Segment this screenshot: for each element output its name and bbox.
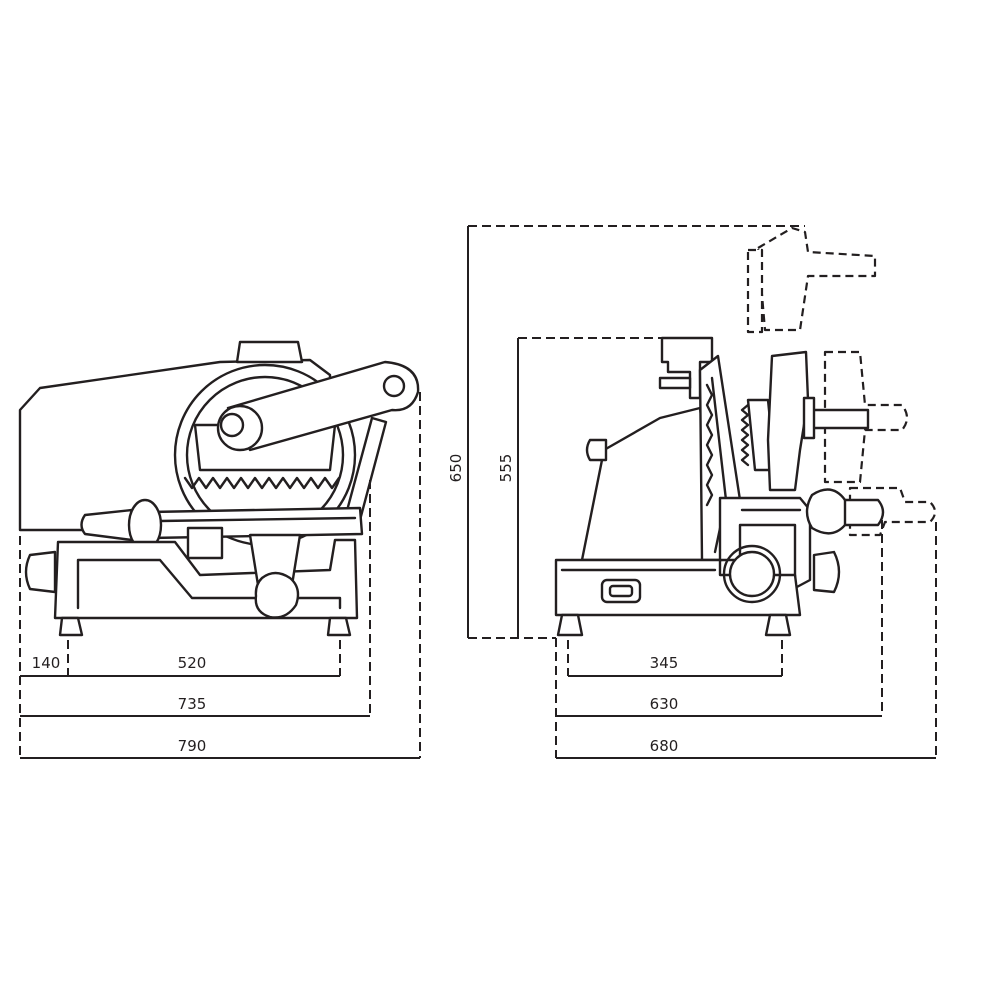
front-carriage-arm	[226, 360, 420, 452]
side-dim-555: 555	[497, 454, 515, 483]
side-width-dimensions: 345 630 680	[555, 520, 937, 759]
side-thickness-knob	[728, 550, 776, 598]
side-left-knob	[585, 438, 608, 462]
front-tray-line	[158, 516, 357, 523]
side-foot-right	[764, 613, 792, 637]
side-dim-680: 680	[650, 737, 679, 755]
front-hub-center	[219, 412, 245, 438]
front-side-knob	[24, 550, 57, 594]
side-foot-left	[556, 613, 584, 637]
side-pusher-clip	[802, 396, 816, 440]
front-dim-735: 735	[178, 695, 207, 713]
front-base-inner	[76, 558, 342, 610]
side-dim-630: 630	[650, 695, 679, 713]
front-arm-knob	[382, 374, 406, 398]
side-knob-outer	[722, 544, 782, 604]
side-top-lever	[658, 376, 692, 390]
front-foot-left	[58, 616, 84, 637]
front-dim-140: 140	[32, 654, 61, 672]
front-dim-520: 520	[178, 654, 207, 672]
side-switch-toggle	[608, 584, 634, 598]
front-carriage-tray	[148, 506, 364, 540]
front-view: 140 520 735 790	[18, 340, 421, 759]
side-ghost-grip-top	[746, 248, 764, 334]
front-top-cap	[235, 340, 304, 364]
side-ghost-pusher-top	[756, 226, 877, 332]
front-column-block	[186, 526, 224, 560]
side-pusher-rod	[806, 408, 870, 430]
side-height-dimensions: 650 555	[447, 225, 805, 639]
front-dimensions: 140 520 735 790	[19, 392, 421, 759]
front-foot-right	[326, 616, 352, 637]
side-pusher-arm	[766, 350, 810, 492]
front-thickness-knob	[254, 571, 300, 619]
side-carriage	[718, 496, 812, 590]
front-push-handle	[80, 508, 134, 542]
side-dim-650: 650	[447, 454, 465, 483]
side-blade-serration	[705, 383, 714, 507]
side-gear-teeth	[740, 403, 750, 467]
side-view: 650 555 345 630 680	[447, 225, 937, 759]
front-blade-teeth	[183, 476, 341, 490]
side-power-switch[interactable]	[600, 578, 642, 604]
side-dim-345: 345	[650, 654, 679, 672]
side-body	[580, 406, 722, 562]
front-dim-790: 790	[178, 737, 207, 755]
side-right-knob	[812, 550, 841, 594]
